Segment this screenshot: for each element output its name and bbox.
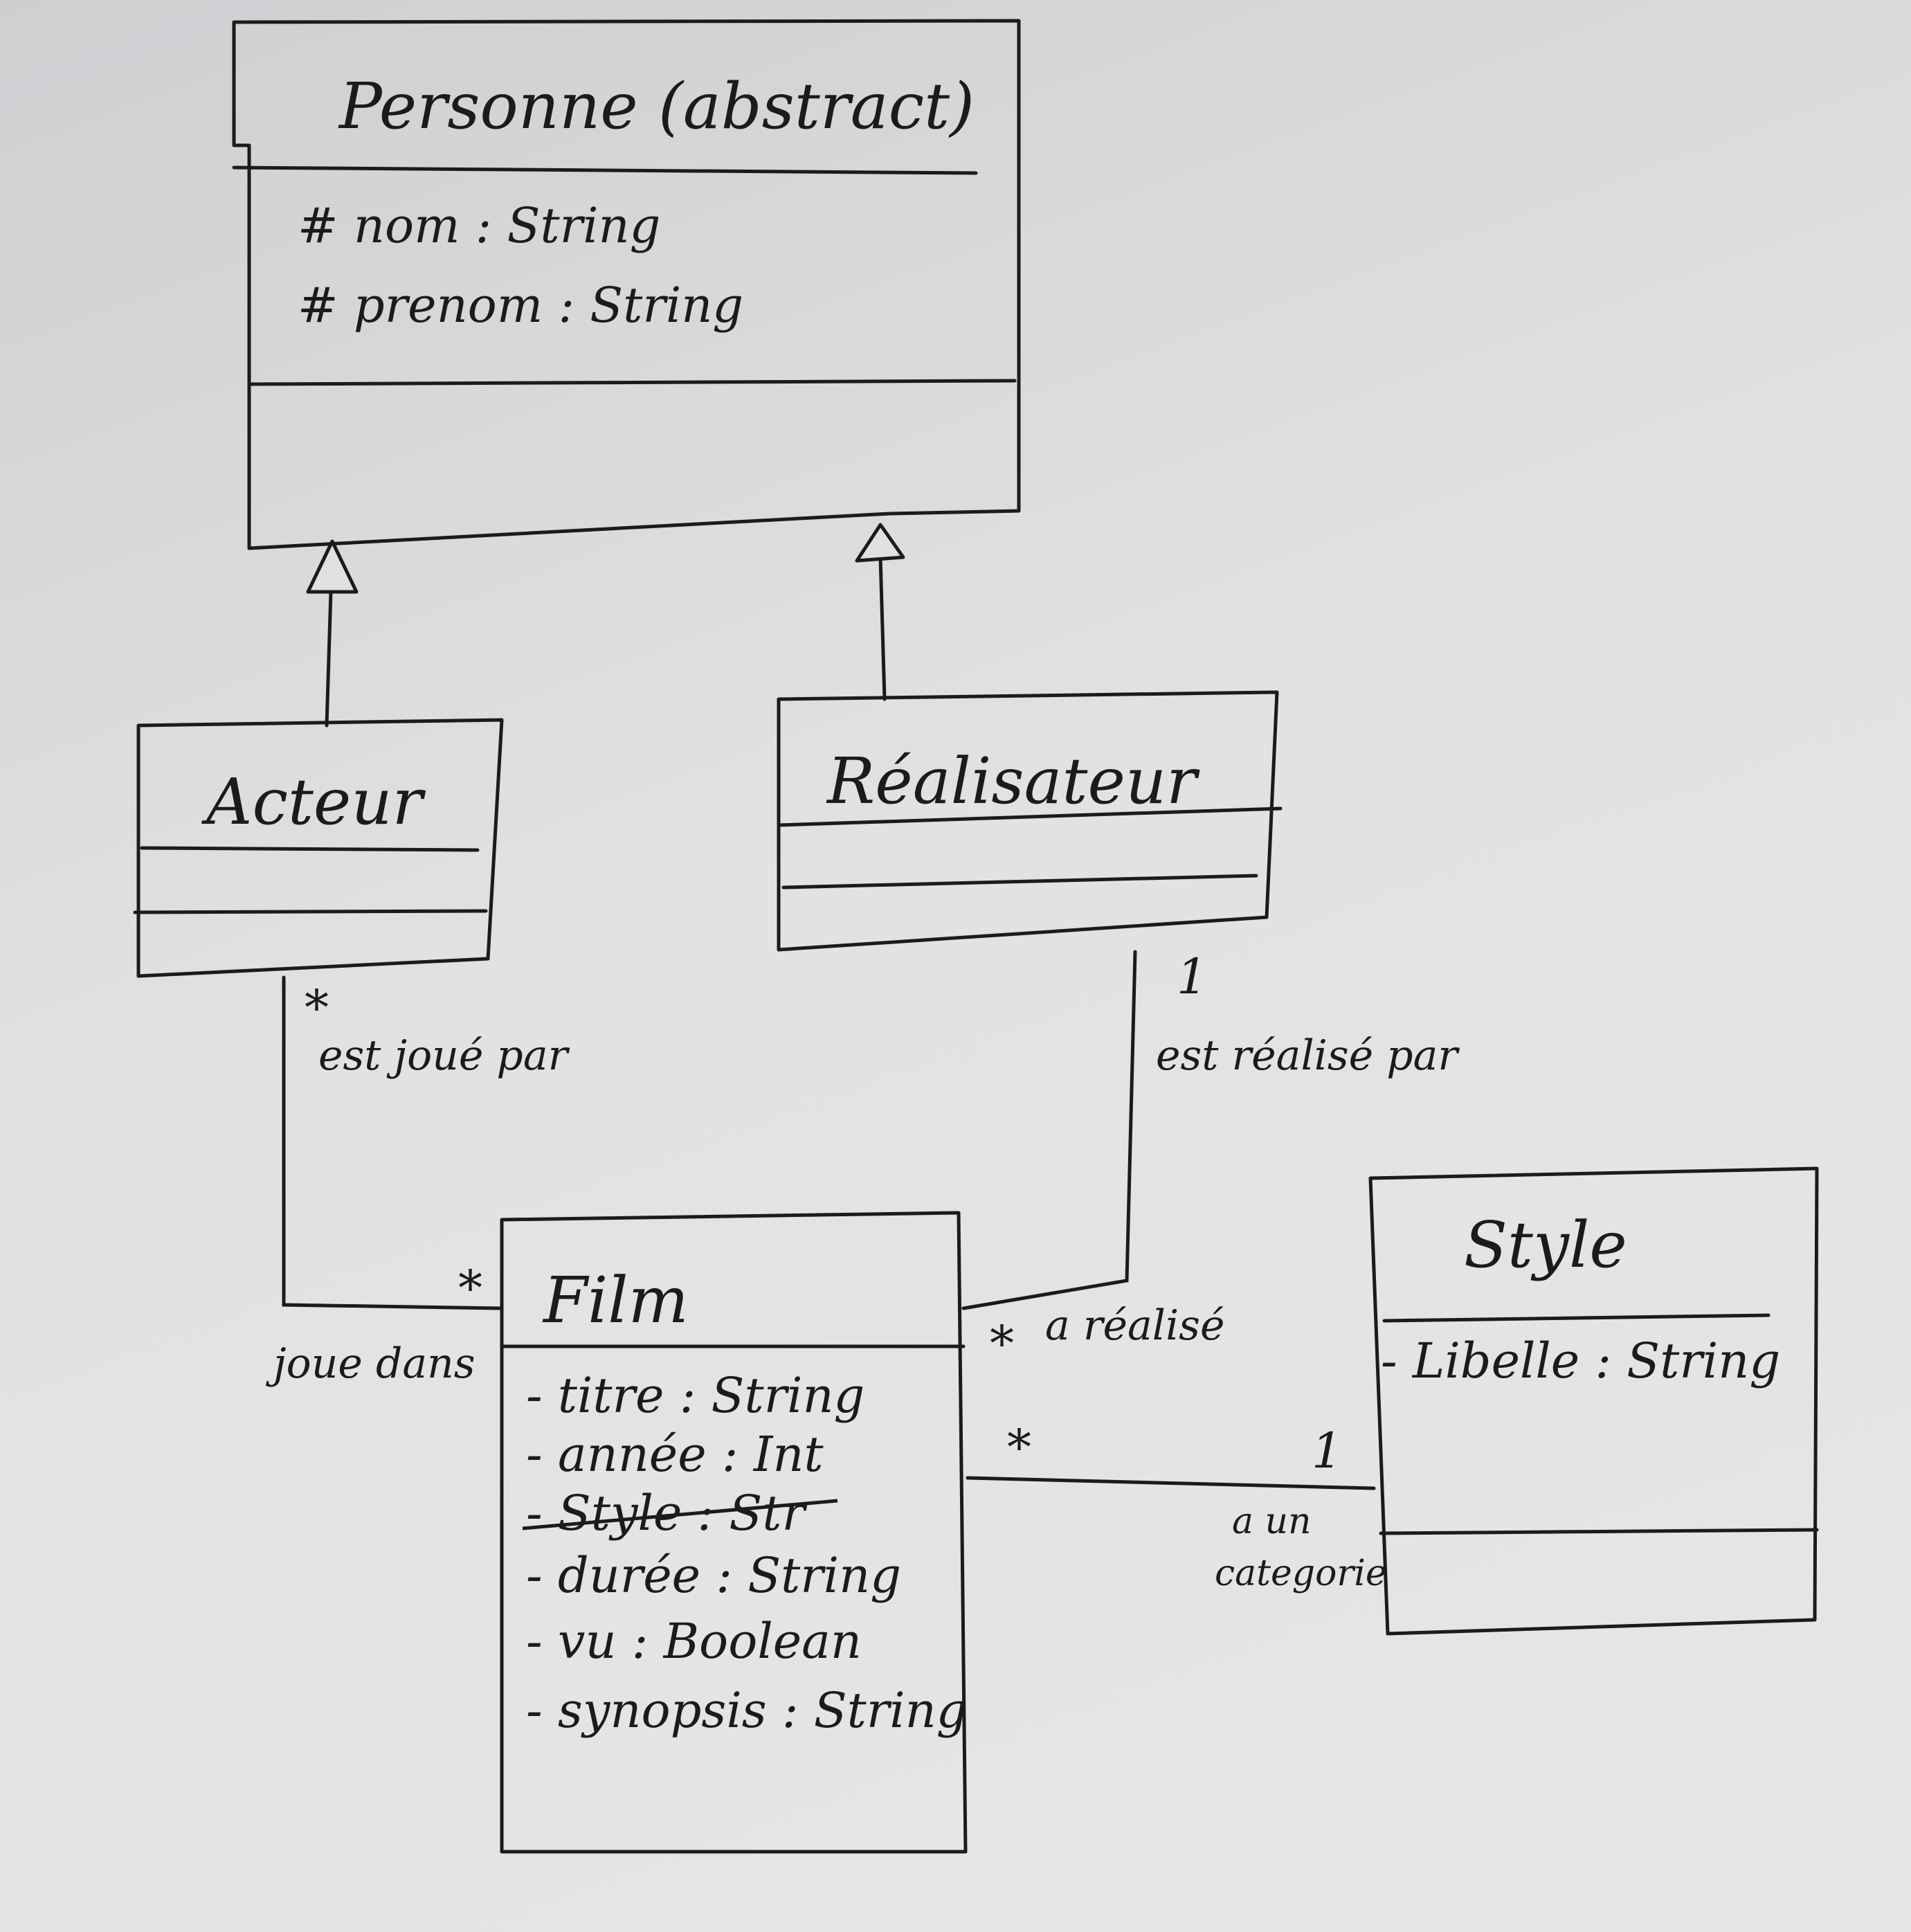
class-film: Film - titre : String - année : Int - St… — [500, 1211, 968, 1854]
role-est-realise-par: est réalisé par — [1156, 1031, 1460, 1080]
mult-film-realisateur: * — [990, 1315, 1014, 1372]
class-film-attr-titre: - titre : String — [526, 1367, 864, 1424]
class-personne-name: Personne (abstract) — [338, 69, 975, 143]
generalization-realisateur-personne — [855, 523, 905, 701]
class-film-attr-synopsis: - synopsis : String — [526, 1682, 968, 1739]
generalization-acteur-personne — [306, 539, 359, 728]
class-style: Style - Libelle : String — [1368, 1166, 1819, 1636]
generalization-arrowhead-icon — [855, 523, 905, 563]
class-film-attr-vu: - vu : Boolean — [526, 1613, 862, 1670]
class-film-name: Film — [542, 1263, 689, 1337]
role-categorie: categorie — [1215, 1553, 1387, 1594]
class-realisateur: Réalisateur — [777, 690, 1283, 952]
mult-film-acteur: * — [458, 1260, 482, 1317]
class-acteur-name: Acteur — [201, 765, 426, 839]
class-realisateur-name: Réalisateur — [826, 744, 1200, 818]
role-a-un: a un — [1232, 1501, 1312, 1542]
class-film-attr-duree: - durée : String — [526, 1547, 901, 1604]
class-personne-attr-prenom: # prenom : String — [298, 277, 743, 334]
class-film-attr-style-struck: - Style : Str — [526, 1485, 808, 1542]
mult-realisateur: 1 — [1177, 948, 1208, 1005]
mult-acteur: * — [305, 979, 329, 1036]
strikethrough-line — [522, 1499, 838, 1531]
mult-film-style: * — [1007, 1419, 1031, 1476]
association-film-style: * 1 a un categorie — [966, 1419, 1387, 1594]
role-joue-dans: joue dans — [266, 1339, 476, 1388]
role-est-joue-par: est joué par — [318, 1031, 570, 1080]
class-film-attr-annee: - année : Int — [526, 1426, 824, 1483]
mult-style: 1 — [1312, 1423, 1343, 1479]
class-personne: Personne (abstract) # nom : String # pre… — [232, 19, 1021, 550]
role-a-realise: a réalisé — [1045, 1301, 1224, 1350]
class-personne-attr-nom: # nom : String — [298, 197, 660, 254]
class-acteur: Acteur — [133, 718, 504, 978]
association-realisateur-film: 1 est réalisé par * a réalisé — [961, 948, 1460, 1372]
generalization-arrowhead-icon — [306, 539, 359, 594]
association-acteur-film: * est joué par * joue dans — [266, 975, 570, 1388]
class-style-name: Style — [1464, 1208, 1627, 1282]
class-style-attr-libelle: - Libelle : String — [1381, 1333, 1780, 1389]
